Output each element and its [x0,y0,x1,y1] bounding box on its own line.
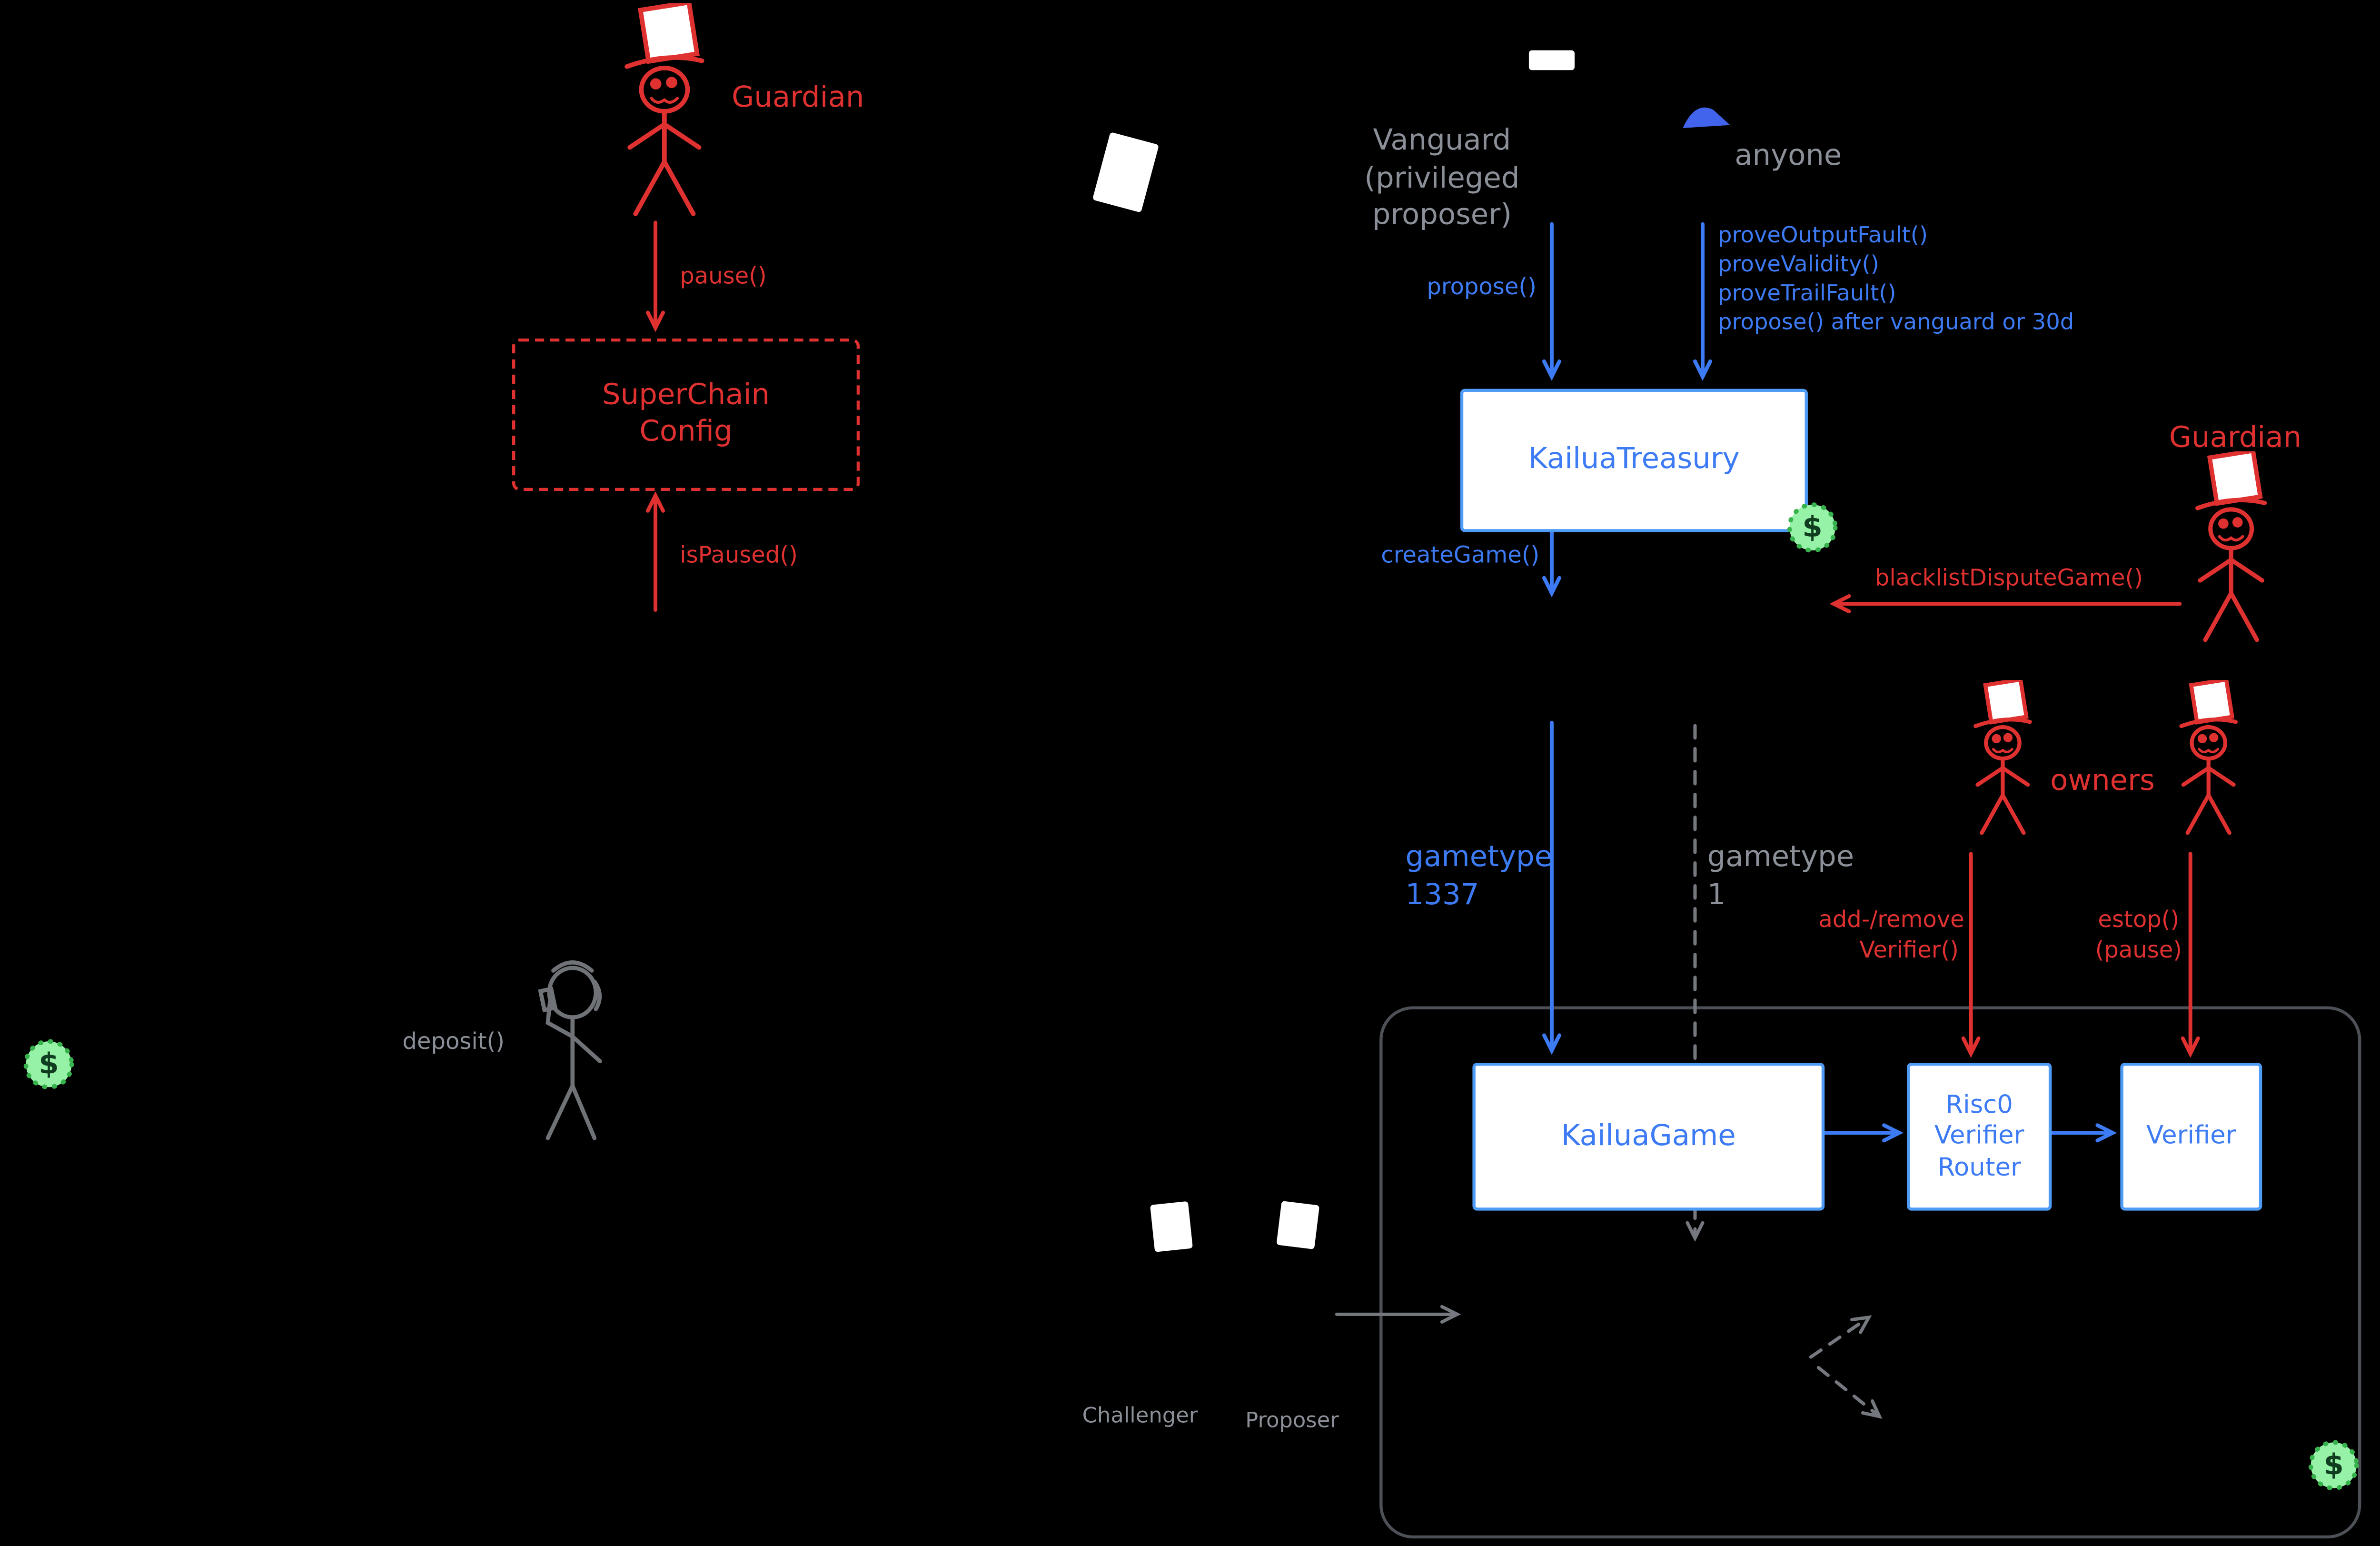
propose-call-label: propose() [1427,273,1537,300]
creategame-call-label: createGame() [1381,541,1540,569]
proposer-label: Proposer [1245,1408,1339,1434]
challenger-label: Challenger [1082,1404,1198,1429]
blacklist-call-label: blacklistDisputeGame() [1874,564,2143,592]
dashed-up-arrow [1809,1315,1872,1359]
dollar-sign: $ [2323,1448,2344,1482]
risc0-verifier-router-box: Risc0 Verifier Router [1907,1063,2052,1211]
gametype-1337-label: gametype 1337 [1405,840,1553,911]
kailua-treasury-label: KailuaTreasury [1528,442,1740,476]
guardian-right-figure-icon [2177,451,2281,645]
superchain-config-label: SuperChain Config [602,378,770,449]
deposit-call-label: deposit() [402,1027,505,1055]
verifier-group-container [1379,1006,2361,1539]
risc0-verifier-router-label: Risc0 Verifier Router [1934,1089,2024,1182]
estop-label: estop() (pause) [2095,906,2182,963]
dollar-sign: $ [39,1047,59,1081]
guardian-top-label: Guardian [732,80,864,115]
deposit-bond-badge: $ [20,1035,78,1093]
depositor-figure-icon [512,951,622,1157]
proposer-card-icon [1276,1201,1320,1250]
guardian-top-figure-icon [604,3,719,219]
anyone-calls-label: proveOutputFault() proveValidity() prove… [1717,224,2074,335]
verifier-label: Verifier [2146,1121,2236,1150]
dollar-sign: $ [1802,510,1823,545]
kailua-game-box: KailuaGame [1472,1063,1825,1211]
owners-label: owners [2050,764,2155,798]
dashed-down-arrow [1816,1366,1883,1419]
owner-figure-1-icon [1959,680,2043,837]
treasury-bond-badge: $ [1784,499,1842,557]
ispaused-call-label: isPaused() [680,541,798,569]
guardian-right-label: Guardian [2169,420,2302,455]
kailua-treasury-box: KailuaTreasury [1460,389,1808,532]
add-remove-verifier-label: add-/remove Verifier() [1818,906,1964,963]
owner-figure-2-icon [2164,680,2248,837]
superchain-config-box: SuperChain Config [512,338,860,491]
gametype-1-label: gametype 1 [1707,840,1854,911]
kailua-game-label: KailuaGame [1561,1118,1736,1152]
screen-icon [1528,50,1575,70]
vanguard-label: Vanguard (privileged proposer) [1364,123,1520,232]
verifier-box: Verifier [2120,1063,2262,1211]
anyone-figure-icon [1680,98,1735,131]
group-bond-badge: $ [2305,1436,2363,1495]
anyone-label: anyone [1735,139,1842,172]
pause-call-label: pause() [680,262,767,290]
challenger-card-icon [1150,1201,1193,1252]
